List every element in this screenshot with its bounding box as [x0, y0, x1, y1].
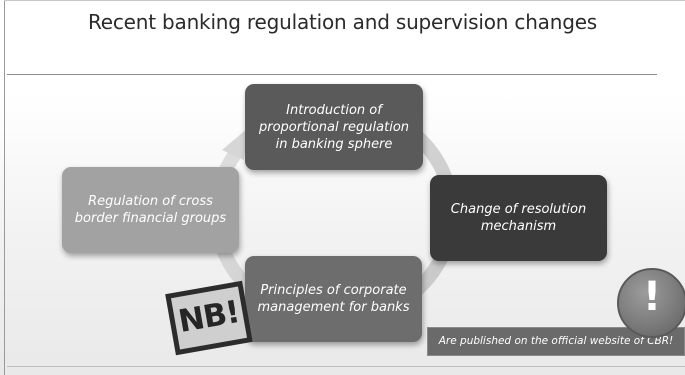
- exclamation-mark: !: [642, 274, 662, 320]
- cycle-item-label: Regulation of cross border financial gro…: [74, 194, 227, 226]
- cycle-item-label: Introduction of proportional regulation …: [258, 102, 410, 152]
- cycle-item-resolution-mechanism: Change of resolution mechanism: [430, 175, 607, 261]
- slide-title: Recent banking regulation and supervisio…: [87, 10, 598, 34]
- cycle-item-cross-border-groups: Regulation of cross border financial gro…: [62, 167, 239, 253]
- cycle-item-label: Principles of corporate management for b…: [257, 283, 410, 315]
- bottom-rule: [7, 366, 685, 367]
- slide-frame-top: [4, 0, 685, 1]
- cycle-item-corporate-management: Principles of corporate management for b…: [245, 256, 422, 342]
- cycle-item-proportional-regulation: Introduction of proportional regulation …: [245, 84, 423, 170]
- exclamation-icon: !: [617, 268, 685, 338]
- cycle-arrow-head: [222, 128, 248, 160]
- title-divider: [7, 74, 657, 75]
- slide-frame-left: [4, 0, 5, 375]
- cycle-item-label: Change of resolution mechanism: [450, 202, 587, 234]
